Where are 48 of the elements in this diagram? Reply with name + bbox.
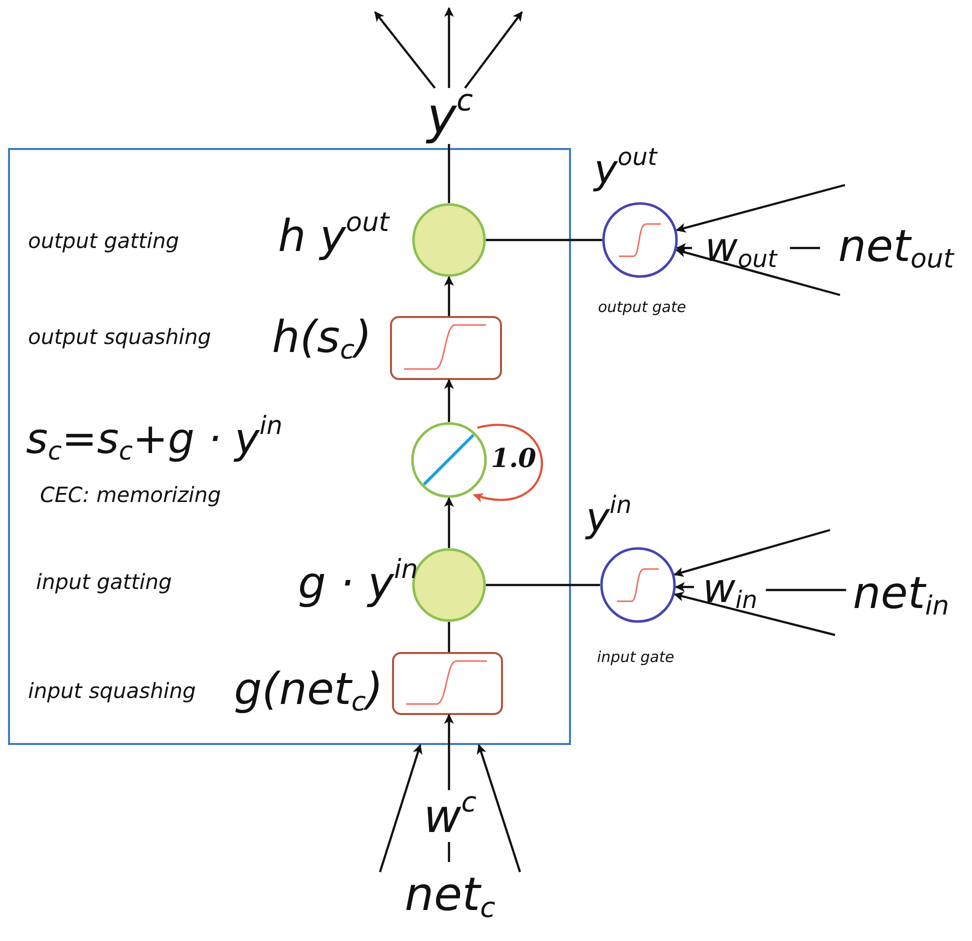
connector-line <box>448 622 450 652</box>
circle-node <box>412 203 486 277</box>
arrow <box>378 744 422 872</box>
arrow <box>444 7 454 88</box>
arrow <box>444 378 454 422</box>
connector-line <box>766 588 846 592</box>
formula-label: h y$^{out}$ <box>278 215 390 259</box>
arrow <box>476 744 522 872</box>
formula-label: w$_{out}$ <box>692 222 790 274</box>
arrow <box>444 497 454 548</box>
connector-line <box>448 842 450 862</box>
arrow <box>676 248 840 296</box>
formula-label: h(s$_{c}$) <box>272 316 372 360</box>
gate-label: input gate <box>597 650 674 665</box>
row-label: CEC: memorizing <box>40 485 221 506</box>
arrow <box>676 243 692 253</box>
row-label: output squashing <box>28 327 212 348</box>
gate-label: output gate <box>598 300 686 315</box>
formula-label: net$_{in}$ <box>846 563 956 623</box>
formula-label: w$^{c}$ <box>419 790 481 842</box>
formula-label: w$_{in}$ <box>694 564 766 614</box>
arrow <box>676 184 846 233</box>
arrow <box>674 592 836 636</box>
arrow <box>374 11 436 89</box>
arrow <box>444 276 454 316</box>
cell-box <box>8 148 571 745</box>
connector-line <box>790 246 820 250</box>
row-label: input squashing <box>28 681 196 702</box>
formula-label: g(net$_{c}$) <box>234 668 383 712</box>
arrow <box>674 528 830 577</box>
connector-line <box>448 144 450 203</box>
arrow <box>444 714 454 790</box>
arrow <box>674 582 694 592</box>
formula-label: net$_{out}$ <box>820 216 972 276</box>
connector-line <box>486 238 602 242</box>
formula-label: net$_{c}$ <box>406 862 494 926</box>
arrow <box>473 424 543 502</box>
connector-line <box>486 584 600 586</box>
gate-neuron <box>600 547 676 623</box>
arrow <box>464 11 523 89</box>
squashing-box <box>392 652 503 715</box>
row-label: input gatting <box>36 572 172 593</box>
formula-label: y$^{out}$ <box>594 150 657 190</box>
formula-label: y$^{c}$ <box>415 88 485 144</box>
gate-neuron <box>602 202 678 278</box>
squashing-box <box>390 316 502 380</box>
circle-node <box>411 422 487 498</box>
row-label: output gatting <box>28 231 180 252</box>
